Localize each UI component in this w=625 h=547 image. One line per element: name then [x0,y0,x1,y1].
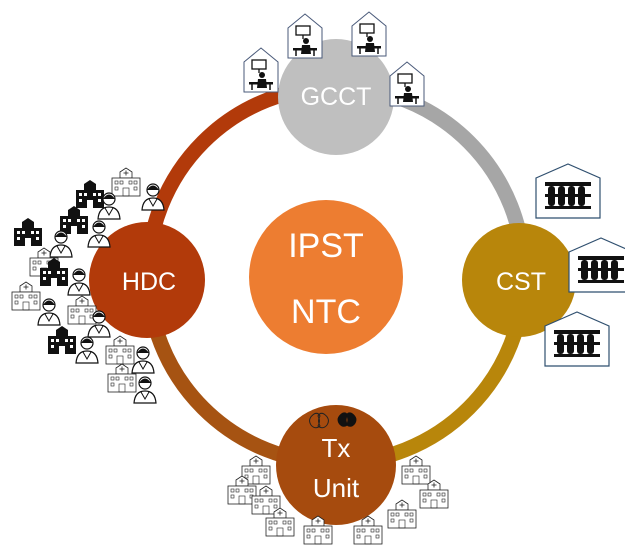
doctor-icon [37,298,61,326]
hospital-building-icon [14,218,42,246]
test-tube-rack-icon [535,163,601,219]
researcher-at-desk-icon [351,11,387,57]
cst-label: CST [496,268,546,296]
doctor-icon [67,268,91,296]
hospital-building-icon [60,206,88,234]
test-tube-rack-icon [568,237,625,293]
kidney-icon [337,412,357,427]
hdc-label: HDC [122,268,176,296]
hospital-building-icon [111,167,141,197]
center-label-line2: NTC [291,293,361,331]
tx-kidney-icons [309,412,357,429]
hospital-building-icon [76,180,104,208]
tx-label-line1: Tx [322,433,351,463]
doctor-icon [75,336,99,364]
hospital-building-icon [11,281,41,311]
hdc-node: HDC [89,222,205,338]
center-label-line1: IPST [288,227,364,265]
doctor-icon [87,220,111,248]
gcct-label: GCCT [301,83,372,111]
doctor-icon [133,376,157,404]
researcher-at-desk-icon [287,13,323,59]
hospital-building-icon [401,455,431,485]
researcher-at-desk-icon [389,61,425,107]
hospital-building-icon [105,335,135,365]
researcher-at-desk-icon [243,47,279,93]
doctor-icon [49,230,73,258]
kidney-icon [309,412,329,429]
hospital-building-icon [67,295,97,325]
center-node: IPST NTC [249,200,403,354]
doctor-icon [131,346,155,374]
hospital-building-icon [387,499,417,529]
hospital-building-icon [107,363,137,393]
tx-label-line2: Unit [313,473,360,503]
gcct-node: GCCT [278,39,394,155]
hospital-building-icon [48,326,76,354]
cst-node: CST [462,223,576,337]
tx-unit-node: Tx Unit [276,405,396,525]
